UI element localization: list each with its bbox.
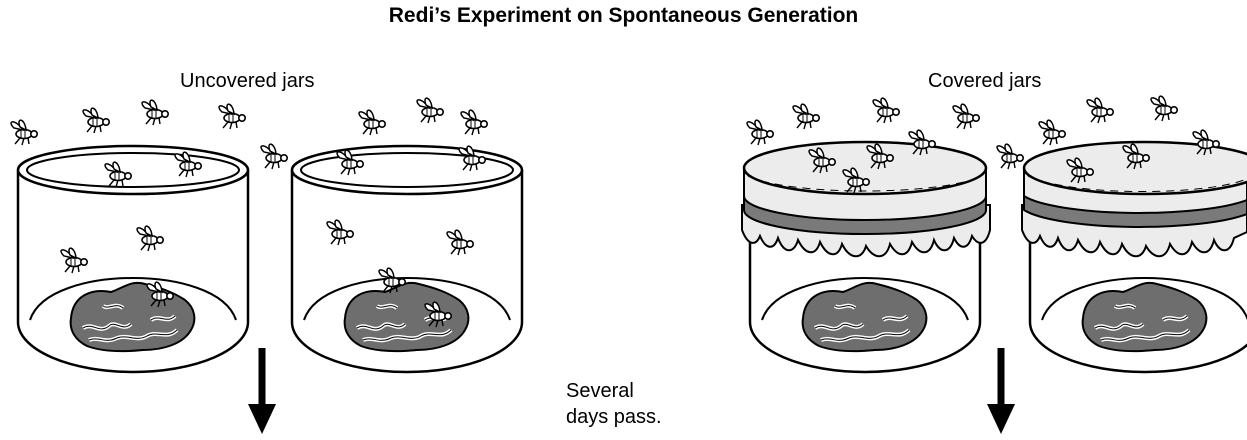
- fly-icon: [61, 248, 87, 273]
- fly-icon: [447, 230, 473, 255]
- fly-icon: [137, 226, 163, 251]
- fly-icon: [83, 108, 109, 133]
- fly-icon: [1039, 120, 1065, 145]
- arrow-down-icon: [248, 348, 276, 434]
- fly-icon: [219, 104, 245, 129]
- fly-icon: [142, 100, 168, 125]
- fly-icon: [261, 144, 287, 169]
- fly-icon: [327, 220, 353, 245]
- covered-jar-2: [1022, 142, 1247, 372]
- fly-icon: [417, 98, 443, 123]
- fly-icon: [461, 110, 487, 135]
- fly-icon: [953, 104, 979, 129]
- uncovered-jar-2: [292, 146, 522, 372]
- fly-icon: [359, 110, 385, 135]
- uncovered-jar-1: [18, 146, 248, 372]
- covered-jar-1: [742, 142, 990, 372]
- fly-icon: [11, 120, 37, 145]
- fly-icon: [1151, 96, 1177, 121]
- fly-icon: [747, 120, 773, 145]
- meat-icon: [71, 283, 195, 351]
- meat-icon: [1083, 283, 1207, 351]
- fly-icon: [873, 98, 899, 123]
- fly-icon: [997, 144, 1023, 169]
- fly-icon: [793, 104, 819, 129]
- meat-icon: [803, 283, 927, 351]
- fly-icon: [1087, 98, 1113, 123]
- arrow-down-icon: [987, 348, 1015, 434]
